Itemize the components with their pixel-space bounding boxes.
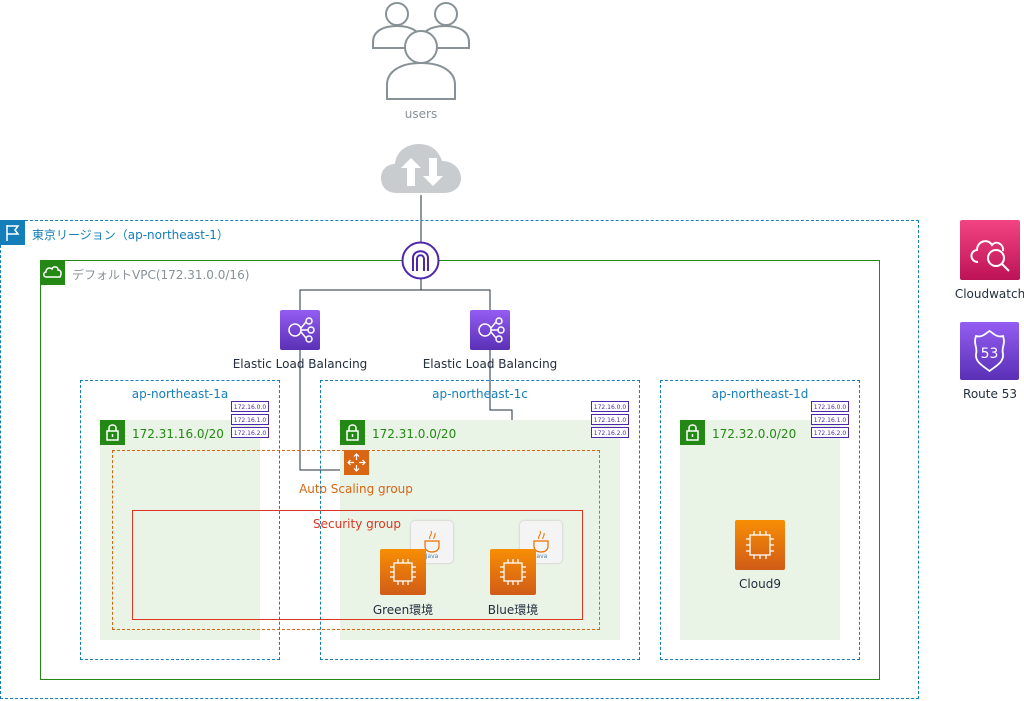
route-table-row: 172.16.2.0 (594, 430, 627, 437)
users-label: users (404, 107, 438, 121)
availability-zone (660, 380, 860, 660)
route53-badge: 53 (981, 346, 999, 362)
vpc-label: デフォルトVPC(172.31.0.0/16) (72, 268, 250, 282)
lock-icon (340, 420, 365, 445)
auto-scaling-icon (344, 450, 369, 475)
security-group (132, 510, 583, 620)
route53-icon: 53 (960, 322, 1019, 380)
subnet (340, 420, 620, 640)
elastic-load-balancing-icon (470, 310, 510, 350)
subnet-cidr: 172.31.16.0/20 (132, 427, 224, 441)
cloudwatch-icon (960, 220, 1020, 280)
users-icon (370, 0, 472, 102)
route-table-icon: 172.16.0.0 172.16.1.0 172.16.2.0 (591, 401, 629, 439)
internet-cloud-icon (381, 142, 461, 195)
region-container (0, 220, 919, 699)
route-table-row: 172.16.1.0 (594, 417, 627, 424)
route-table-icon: 172.16.0.0 172.16.1.0 172.16.2.0 (811, 401, 849, 439)
internet-gateway-icon (401, 241, 440, 280)
route-table-row: 172.16.2.0 (814, 430, 847, 437)
lock-icon (100, 420, 125, 445)
asg-label: Auto Scaling group (299, 482, 413, 496)
route-table-icon: 172.16.0.0 172.16.1.0 172.16.2.0 (231, 401, 269, 439)
security-group-label: Security group (313, 517, 401, 531)
elb-label: Elastic Load Balancing (422, 357, 558, 371)
az-label: ap-northeast-1d (711, 387, 809, 401)
route-table-row: 172.16.0.0 (234, 404, 267, 411)
cloudwatch-label: Cloudwatch (954, 287, 1024, 301)
vpc-container (40, 260, 880, 680)
lock-icon (680, 420, 705, 445)
elb-label: Elastic Load Balancing (232, 357, 368, 371)
java-label: Java (534, 553, 548, 560)
availability-zone (320, 380, 640, 660)
region-label: 東京リージョン（ap-northeast-1） (32, 228, 229, 242)
route-table-row: 172.16.1.0 (814, 417, 847, 424)
subnet-cidr: 172.31.0.0/20 (372, 427, 457, 441)
green-environment-label: Green環境 (372, 603, 434, 617)
route-table-row: 172.16.2.0 (234, 430, 267, 437)
subnet (100, 420, 260, 640)
subnet-cidr: 172.32.0.0/20 (712, 427, 797, 441)
java-label: Java (425, 553, 439, 560)
availability-zone (80, 380, 280, 660)
ec2-instance-icon (380, 549, 426, 595)
region-flag-icon (0, 220, 25, 245)
route-table-row: 172.16.0.0 (814, 404, 847, 411)
az-label: ap-northeast-1c (432, 387, 528, 401)
route-table-row: 172.16.1.0 (234, 417, 267, 424)
ec2-instance-icon (490, 549, 536, 595)
cloud9-label: Cloud9 (739, 577, 781, 591)
blue-environment-label: Blue環境 (487, 603, 539, 617)
route-table-row: 172.16.0.0 (594, 404, 627, 411)
cloud9-icon (735, 520, 785, 570)
az-label: ap-northeast-1a (131, 387, 229, 401)
elastic-load-balancing-icon (280, 310, 320, 350)
vpc-cloud-icon (40, 260, 65, 285)
route53-label: Route 53 (963, 387, 1017, 401)
